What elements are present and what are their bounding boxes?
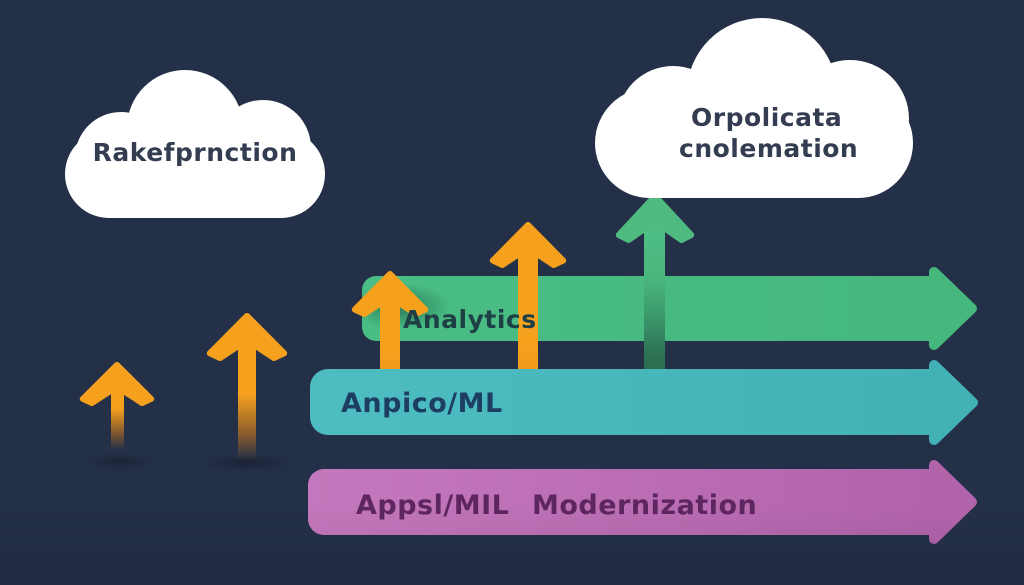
orange-up-arrow-4-stem: [518, 247, 538, 372]
modernization-label: Modernization: [532, 490, 758, 521]
orange-up-arrow-4-head-icon: [489, 222, 567, 268]
orange-up-arrow-1-stem: [111, 386, 124, 450]
green-up-arrow-stem: [644, 219, 665, 373]
cloud-base: [595, 88, 913, 198]
anpico-ml-label: Anpico/ML: [341, 388, 503, 419]
left-cloud: Rakefprnction: [65, 70, 325, 218]
right-cloud-label-line1: Orpolicata: [691, 103, 843, 132]
orange-up-arrow-3-stem: [380, 296, 400, 372]
anpico-ml-arrow-head-icon: [929, 360, 978, 445]
arrow-floor-shadow: [84, 455, 156, 468]
orange-up-arrow-1-head-icon: [79, 362, 155, 406]
modernization-arrow-bar: [308, 469, 930, 535]
right-cloud-label-line2: cnolemation: [679, 134, 859, 163]
anpico-ml-arrow-bar: [310, 369, 930, 435]
modernization-arrow-head-icon: [929, 460, 977, 544]
arrow-floor-shadow: [203, 455, 291, 470]
orange-up-arrow-3-head-icon: [351, 271, 429, 317]
right-cloud: Orpolicata cnolemation: [595, 18, 913, 198]
green-up-arrow-head-icon: [615, 193, 695, 243]
appsl-mil-label: Appsl/MIL: [356, 490, 510, 521]
analytics-arrow-head-icon: [929, 266, 977, 351]
analytics-label: Analytics: [403, 305, 537, 334]
orange-up-arrow-2-stem: [238, 340, 256, 460]
cloud-base: [65, 130, 325, 218]
left-cloud-label: Rakefprnction: [92, 138, 298, 167]
orange-up-arrow-2-head-icon: [206, 313, 288, 361]
